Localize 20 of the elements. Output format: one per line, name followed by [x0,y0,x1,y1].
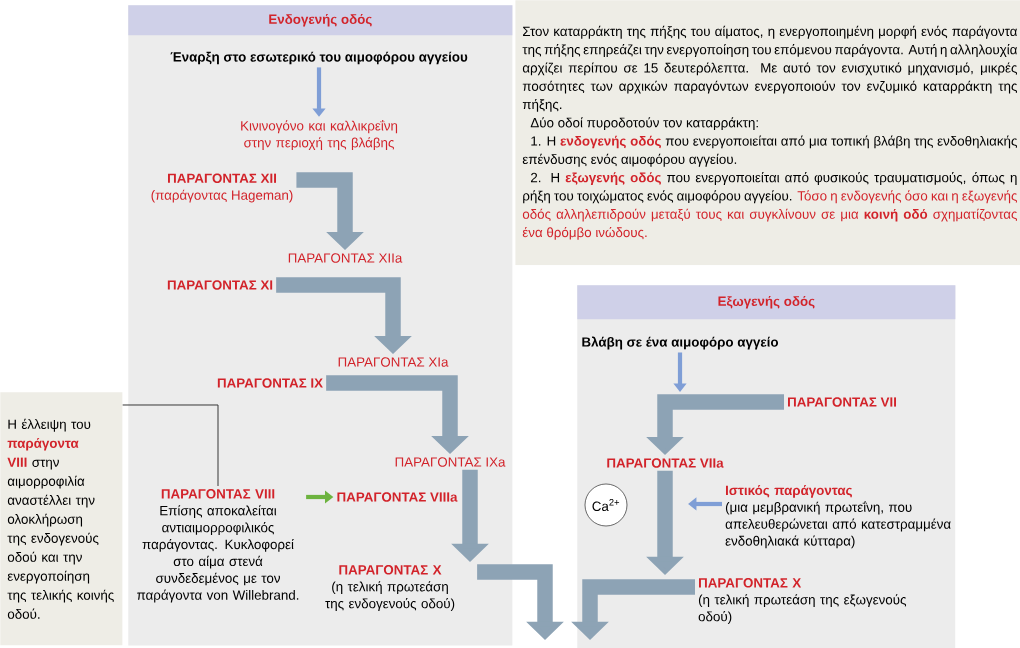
factor-label: ΠΑΡΑΓΟΝΤΑΣ XII (παράγοντας Hageman) [151,173,293,203]
factor-label: ΠΑΡΑΓΟΝΤΑΣ X (η τελική πρωτεάση της εξωγενούς οδού) [698,578,907,624]
factor-label: ΠΑΡΑΓΟΝΤΑΣ X (η τελική πρωτεάση της ενδογενούς οδού) [325,565,455,611]
factor-label: ΠΑΡΑΓΟΝΤΑΣ VII [788,397,896,407]
leader-line [122,404,219,487]
factor-label: ΠΑΡΑΓΟΝΤΑΣ XIa [338,357,449,367]
factor-label: Ιστικός παράγοντας (μια μεμβρανική πρωτεΐνη, που απελευθερώνεται από κατεστραμμένα ενδοθηλιακά κύτταρα) [725,485,951,549]
factor-label: ΠΑΡΑΓΟΝΤΑΣ VIII Επίσης αποκαλείται αντιαιμορροφιλικός παράγοντας. Κυκλοφορεί στο αίμα στενά συνδεδεμένος με τον παράγοντα von Willebrand. [137,489,299,603]
step-label: Έναρξη στο εσωτερικό του αιμοφόρου αγγείου [170,51,468,65]
step-label: Κινινογόνο και καλλικρεΐνη στην περιοχή της βλάβης [241,119,398,151]
factor-label: ΠΑΡΑΓΟΝΤΑΣ XIIa [288,253,403,263]
flow-arrow [477,564,564,640]
factor-label: ΠΑΡΑΓΟΝΤΑΣ VIIIa [337,492,458,502]
factor-label: ΠΑΡΑΓΟΝΤΑΣ IXa [395,457,506,467]
note-box: Η έλλειψη του παράγοντα VIII στην αιμορροφιλία αναστέλλει την ολοκλήρωση της ενδογενούς οδού και την ενεργοποίηση της τελικής κοινής οδού. [0,392,123,646]
factor-label: ΠΑΡΑΓΟΝΤΑΣ XI [167,280,273,290]
factor-label: ΠΑΡΑΓΟΝΤΑΣ VIIa [607,458,724,468]
text-box: Στον καταρράκτη της πήξης του αίματος, η ενεργοποιημένη μορφή ενός παράγοντα της πήξης επηρεάζει την ενεργοποίηση του επόμενου παράγοντα. Αυτή η αλληλουχία αρχίζει περίπου σε 15 δευτερόλεπτα. Με αυτό τον ενισχυτικό μηχανισμό, μικρές ποσότητες των αρχικών παραγόντων ενεργοποιούν τον ενζυμικό καταρράκτη της πήξης. Δύο οδοί πυροδοτούν τον καταρράκτη: 1. Η ενδογενής οδός που ενεργοποιείται από μια τοπική βλάβη της ενδοθηλιακής επένδυσης ενός αιμοφόρου αγγείου. 2. Η εξωγενής οδός που ενεργοποιείται από φυσικούς τραυματισμούς, όπως η ρήξη του τοιχώματος ενός αιμοφόρου αγγείου. Τόσο η ενδογενής όσο και η εξωγενής οδός αλληλεπιδρούν μεταξύ τους και συγκλίνουν σε μια κοινή οδό σχηματίζοντας ένα θρόμβο ινώδους. [515,0,1020,266]
step-label: Βλάβη σε ένα αιμοφόρο αγγείο [582,336,779,350]
factor-label: ΠΑΡΑΓΟΝΤΑΣ IX [217,378,323,388]
